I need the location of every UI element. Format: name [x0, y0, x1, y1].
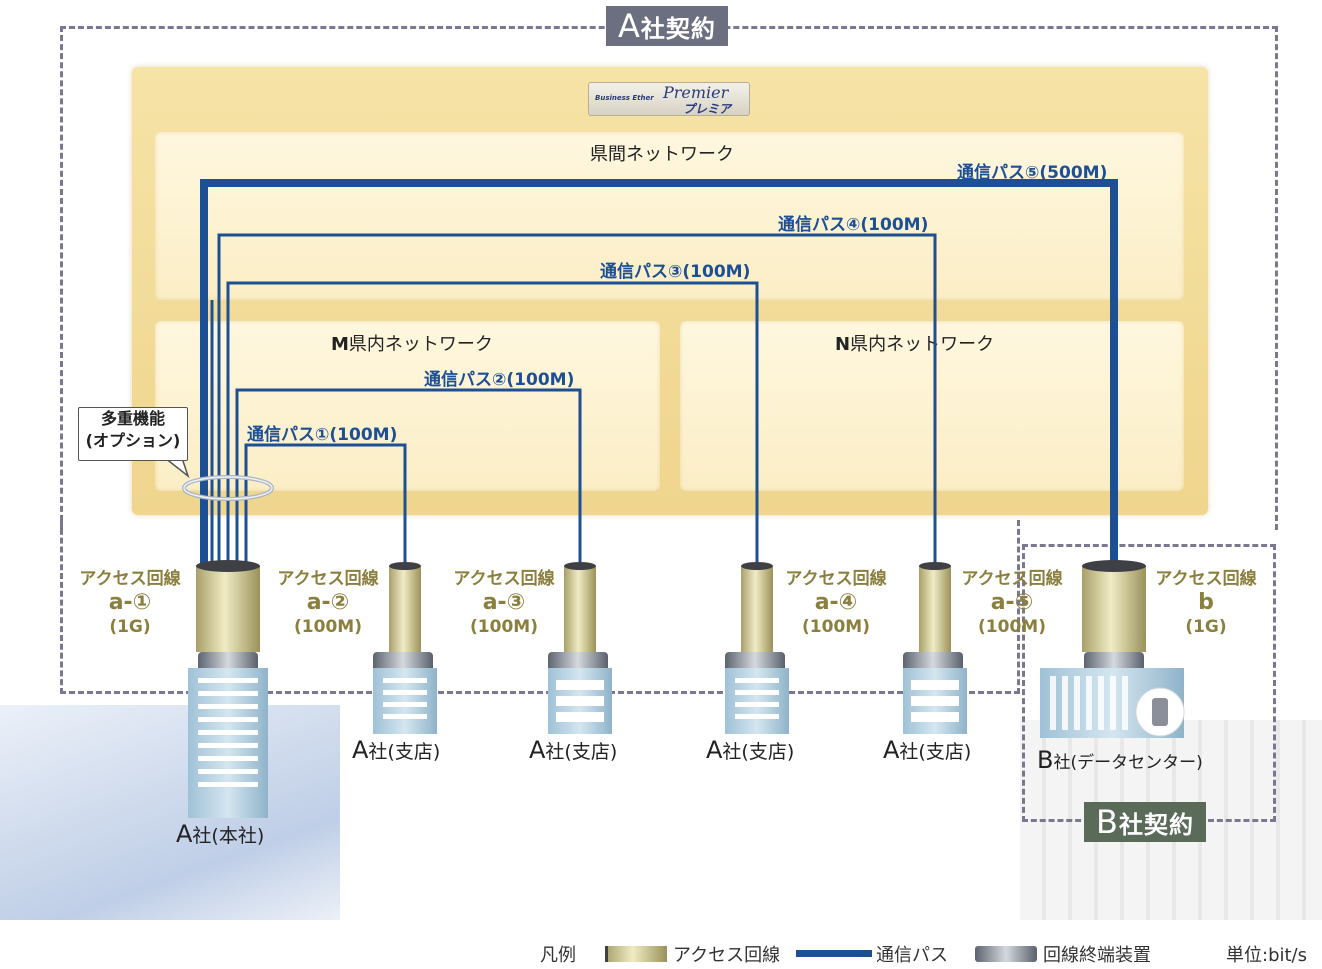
path-5-label: 通信パス⑤(500M): [957, 163, 1108, 183]
access-line-a2-label: アクセス回線 a-② (100M): [277, 569, 379, 637]
contract-a-lower-boundary: [60, 520, 1020, 694]
path-3-label: 通信パス③(100M): [600, 262, 751, 282]
path-3-line: [226, 281, 759, 565]
legend-comm-path: 通信パス: [876, 945, 948, 966]
branch-building-2: [548, 668, 612, 734]
branch-building-4: [903, 668, 967, 734]
access-line-a5-label: アクセス回線 a-⑤ (100M): [961, 569, 1063, 637]
access-line-a3-label: アクセス回線 a-③ (100M): [453, 569, 555, 637]
site-hq-label: A社(本社): [176, 820, 265, 848]
legend-title: 凡例: [540, 945, 576, 966]
access-cylinder-b: [1082, 560, 1146, 652]
n-pref-network-title: N県内ネットワーク: [835, 334, 995, 355]
access-cylinder-a5: [919, 562, 951, 652]
legend-graphics: [605, 946, 1037, 962]
site-branch-4-label: A社(支店): [883, 736, 972, 764]
m-pref-network-title: M県内ネットワーク: [331, 334, 493, 355]
access-line-a1-label: アクセス回線 a-① (1G): [79, 569, 181, 637]
inter-pref-network-title: 県間ネットワーク: [590, 144, 734, 165]
path-4-line: [217, 233, 937, 565]
multiplex-option-callout: 多重機能 (オプション): [78, 407, 188, 461]
background-chart-image: [0, 705, 340, 920]
contract-a-label: A社契約: [606, 6, 728, 46]
legend-access-line: アクセス回線: [673, 945, 781, 966]
access-cylinder-a3: [564, 562, 596, 652]
site-branch-3-label: A社(支店): [706, 736, 795, 764]
site-datacenter-label: B社(データセンター): [1037, 746, 1203, 774]
access-cylinder-a1: [196, 560, 260, 652]
legend-unit: 単位:bit/s: [1226, 945, 1307, 966]
hq-building: [188, 668, 268, 818]
path-5-line: [200, 179, 1118, 565]
m-pref-network: [155, 321, 660, 491]
access-cylinder-a2: [389, 562, 421, 652]
site-branch-2-label: A社(支店): [529, 736, 618, 764]
path-2-label: 通信パス②(100M): [424, 370, 575, 390]
path-1-line: [244, 443, 407, 565]
business-ether-premier-logo: Business Ether Premier プレミア: [588, 82, 750, 116]
inter-pref-network: [155, 132, 1184, 300]
path-1-label: 通信パス①(100M): [247, 425, 398, 445]
contract-b-label: B社契約: [1084, 802, 1206, 842]
branch-building-3: [725, 668, 789, 734]
access-cylinder-a4: [741, 562, 773, 652]
access-line-a4-label: アクセス回線 a-④ (100M): [785, 569, 887, 637]
n-pref-network: [680, 321, 1184, 491]
branch-building-1: [373, 668, 437, 734]
access-line-b-label: アクセス回線 b (1G): [1155, 569, 1257, 637]
datacenter-building: [1040, 668, 1185, 738]
site-branch-1-label: A社(支店): [352, 736, 441, 764]
path-4-label: 通信パス④(100M): [778, 215, 929, 235]
legend-terminal-device: 回線終端装置: [1043, 945, 1151, 966]
terminal-devices: [198, 652, 1144, 672]
